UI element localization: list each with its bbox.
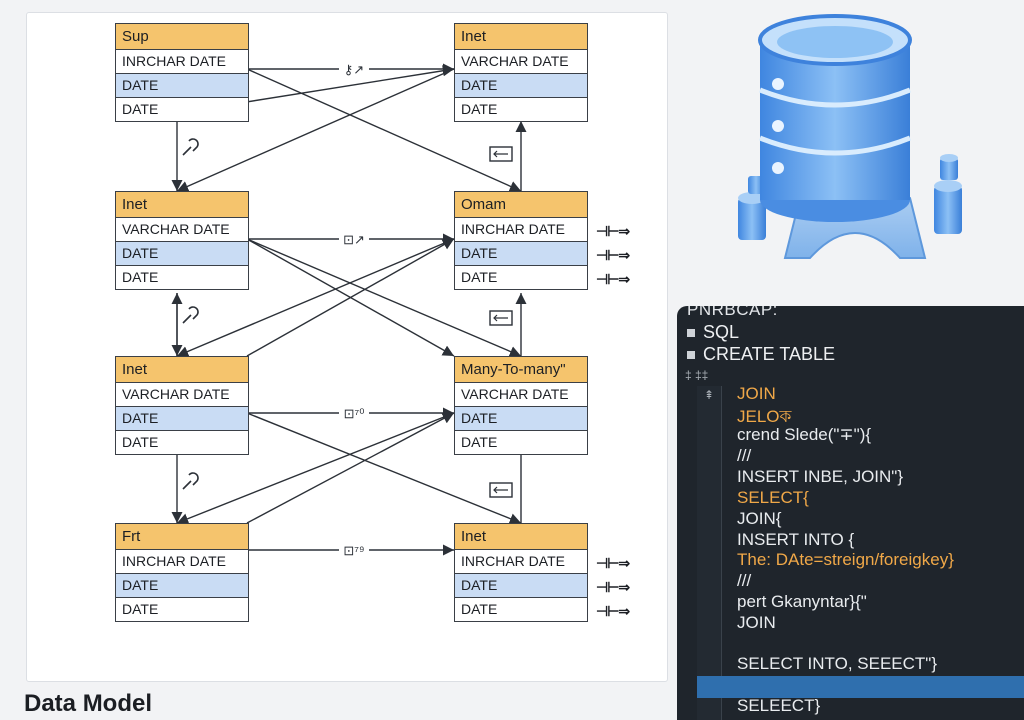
table-field: VARCHAR DATE — [116, 382, 248, 406]
table-header: Many-To-many" — [455, 357, 587, 382]
rel-line — [246, 412, 522, 525]
foreign-key-arrow: ⊣⊢⇒ — [596, 579, 630, 595]
table-field: VARCHAR DATE — [455, 382, 587, 406]
menu-item-label: CREATE TABLE — [703, 344, 836, 364]
table-link-icon — [489, 310, 513, 326]
relation-icon: ⊡↗ — [339, 229, 369, 251]
table-inet-1[interactable]: Inet VARCHAR DATE DATE DATE — [454, 23, 588, 122]
page-title: Data Model — [24, 690, 153, 717]
table-header: Frt — [116, 524, 248, 549]
table-field: DATE — [455, 97, 587, 121]
table-field: DATE — [116, 265, 248, 289]
link-icon — [182, 472, 199, 490]
code-line: The: DAte=streign/foreigkey} — [737, 550, 954, 569]
code-line: /// — [737, 571, 752, 590]
menu-item-create-table[interactable]: CREATE TABLE — [687, 344, 835, 365]
table-field: INRCHAR DATE — [116, 49, 248, 73]
table-field: DATE — [455, 573, 587, 597]
database-icon — [738, 14, 962, 259]
line-gutter — [697, 386, 722, 720]
code-line: JOIN — [737, 613, 776, 632]
code-line: JOIN — [737, 384, 776, 403]
table-field: VARCHAR DATE — [455, 49, 587, 73]
foreign-key-arrow: ⊣⊢⇒ — [596, 247, 630, 263]
table-inet-4[interactable]: Inet INRCHAR DATE DATE DATE — [454, 523, 588, 622]
table-field: DATE — [116, 73, 248, 97]
table-field: INRCHAR DATE — [116, 549, 248, 573]
table-field: DATE — [116, 241, 248, 265]
key-relation-icon: ⚷↗ — [339, 59, 369, 81]
bullet-icon — [687, 351, 695, 360]
gutter-header: ‡ ‡‡ — [685, 368, 709, 382]
table-header: Inet — [116, 357, 248, 382]
foreign-key-arrow: ⊣⊢⇒ — [596, 555, 630, 571]
table-header: Inet — [116, 192, 248, 217]
table-link-icon — [489, 146, 513, 162]
table-field: VARCHAR DATE — [116, 217, 248, 241]
fold-marker-icon[interactable]: ⇞ — [704, 388, 715, 402]
table-field: DATE — [455, 265, 587, 289]
rel-line — [246, 238, 522, 357]
code-line: INSERT INBE, JOIN"} — [737, 467, 904, 486]
table-header: Omam — [455, 192, 587, 217]
foreign-key-arrow: ⊣⊢⇒ — [596, 223, 630, 239]
table-field: DATE — [116, 597, 248, 621]
code-line: JOIN{ — [737, 509, 782, 528]
relationship-lines — [171, 63, 527, 556]
bullet-icon — [687, 329, 695, 338]
table-omam[interactable]: Omam INRCHAR DATE DATE DATE — [454, 191, 588, 290]
menu-item-sql[interactable]: SQL — [687, 322, 739, 343]
relation-icon: ⊡⁷⁹ — [339, 540, 369, 562]
rel-line — [176, 68, 455, 192]
table-many-to-many[interactable]: Many-To-many" VARCHAR DATE DATE DATE — [454, 356, 588, 455]
table-field: INRCHAR DATE — [455, 217, 587, 241]
editor-title: PNRBCAP: — [687, 306, 778, 319]
code-line: SELEECT} — [737, 696, 821, 715]
table-field: DATE — [455, 406, 587, 430]
code-line: SELECT INTO, SEEECT"} — [737, 654, 938, 673]
relation-icon: ⊡⁷⁰ — [339, 403, 369, 425]
code-line: JELOক — [737, 407, 792, 426]
table-field: DATE — [116, 430, 248, 454]
rel-line — [246, 412, 455, 524]
link-icon — [182, 306, 199, 324]
code-line: pert Gkanyntar}{" — [737, 592, 867, 611]
code-line: SELECT{ — [737, 488, 809, 507]
menu-item-label: SQL — [703, 322, 740, 342]
rel-line — [246, 238, 455, 357]
table-field: DATE — [116, 573, 248, 597]
code-line: /// — [737, 446, 752, 465]
table-frt[interactable]: Frt INRCHAR DATE DATE DATE — [115, 523, 249, 622]
table-field: DATE — [455, 430, 587, 454]
table-field: DATE — [455, 73, 587, 97]
code-line: INSERT INTO { — [737, 530, 855, 549]
selected-line-highlight — [697, 676, 1024, 698]
table-field: DATE — [116, 406, 248, 430]
table-field: DATE — [455, 597, 587, 621]
table-inet-3[interactable]: Inet VARCHAR DATE DATE DATE — [115, 356, 249, 455]
code-line: crend Slede("∓"){ — [737, 425, 872, 444]
table-link-icon — [489, 482, 513, 498]
sql-editor-panel[interactable]: PNRBCAP: SQL CREATE TABLE ‡ ‡‡ ⇞ JOIN JEL… — [677, 306, 1024, 720]
table-field: DATE — [116, 97, 248, 121]
table-header: Inet — [455, 524, 587, 549]
table-header: Sup — [116, 24, 248, 49]
foreign-key-arrow: ⊣⊢⇒ — [596, 603, 630, 619]
foreign-key-arrow: ⊣⊢⇒ — [596, 271, 630, 287]
table-field: DATE — [455, 241, 587, 265]
table-header: Inet — [455, 24, 587, 49]
table-inet-2[interactable]: Inet VARCHAR DATE DATE DATE — [115, 191, 249, 290]
rel-line — [176, 412, 455, 525]
rel-line — [176, 238, 455, 357]
diagram-panel: Sup INRCHAR DATE DATE DATE Inet VARCHAR … — [26, 12, 668, 682]
link-icon — [182, 138, 199, 156]
table-sup[interactable]: Sup INRCHAR DATE DATE DATE — [115, 23, 249, 122]
rel-line — [246, 68, 522, 192]
table-field: INRCHAR DATE — [455, 549, 587, 573]
